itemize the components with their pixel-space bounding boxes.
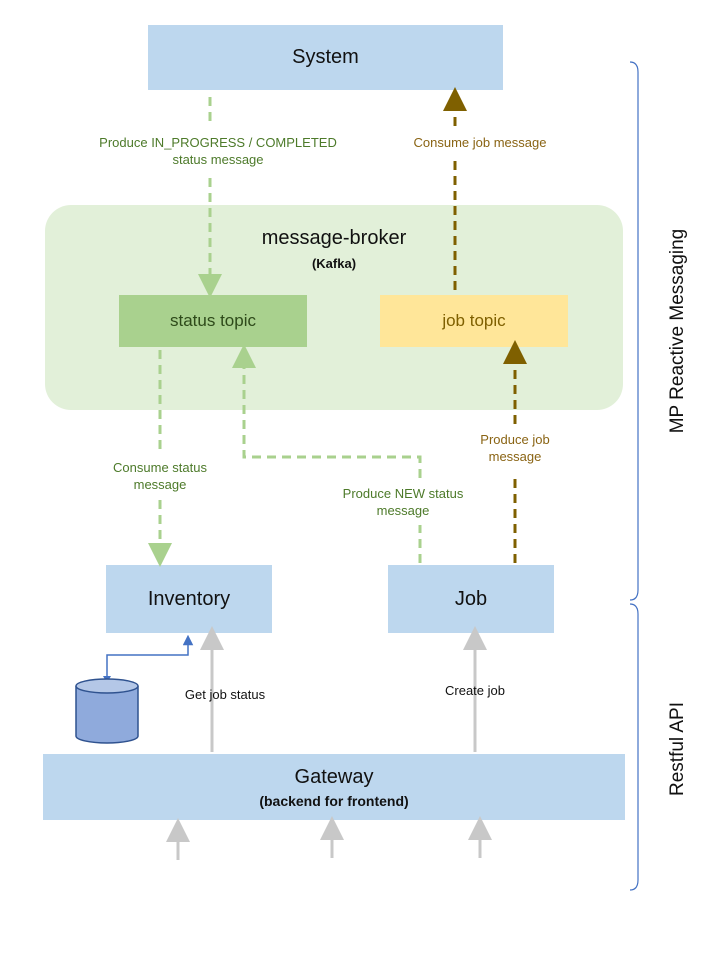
inventory-box: Inventory	[106, 565, 272, 633]
label-consume-status-line2: message	[133, 477, 187, 492]
label-produce-new-line2: message	[376, 503, 430, 518]
label-produce-progress: Produce IN_PROGRESS / COMPLETED status m…	[68, 134, 368, 168]
label-consume-status-line1: Consume status	[113, 460, 207, 475]
label-produce-progress-line2: status message	[172, 152, 264, 167]
status-topic-box: status topic	[119, 295, 307, 347]
label-produce-job-line2: message	[488, 449, 542, 464]
label-consume-job: Consume job message	[380, 134, 580, 151]
broker-title: message-broker (Kafka)	[45, 226, 623, 271]
job-topic-title: job topic	[442, 311, 506, 330]
db-link	[106, 634, 194, 680]
gateway-subtitle: (backend for frontend)	[259, 793, 409, 809]
job-box: Job	[388, 565, 554, 633]
bracket-restful-api	[629, 603, 639, 891]
gateway-box: Gateway (backend for frontend)	[43, 754, 625, 820]
label-produce-new: Produce NEW status message	[318, 485, 488, 519]
label-get-job-status: Get job status	[160, 686, 290, 703]
label-create-job-text: Create job	[445, 683, 505, 698]
label-create-job: Create job	[420, 682, 530, 699]
job-topic-box: job topic	[380, 295, 568, 347]
label-consume-status: Consume status message	[85, 459, 235, 493]
job-title: Job	[454, 587, 488, 610]
bracket-mp-reactive	[629, 61, 639, 601]
system-title: System	[292, 46, 359, 68]
database-icon	[75, 678, 139, 744]
status-topic-title: status topic	[170, 311, 256, 330]
label-produce-job-line1: Produce job	[480, 432, 550, 447]
broker-subtitle: (Kafka)	[311, 256, 357, 271]
bracket-label-restful-api: Restful API	[667, 702, 688, 796]
label-get-job-status-text: Get job status	[184, 687, 266, 702]
bracket-label-mp-reactive: MP Reactive Messaging	[667, 228, 688, 434]
inventory-title: Inventory	[147, 587, 231, 610]
label-consume-job-text: Consume job message	[413, 135, 547, 150]
label-produce-job: Produce job message	[455, 431, 575, 465]
gateway-title: Gateway	[294, 766, 374, 788]
system-box: System	[148, 25, 503, 90]
label-produce-progress-line1: Produce IN_PROGRESS / COMPLETED	[99, 135, 337, 150]
label-produce-new-line1: Produce NEW status	[342, 486, 464, 501]
broker-name: message-broker	[261, 227, 407, 249]
